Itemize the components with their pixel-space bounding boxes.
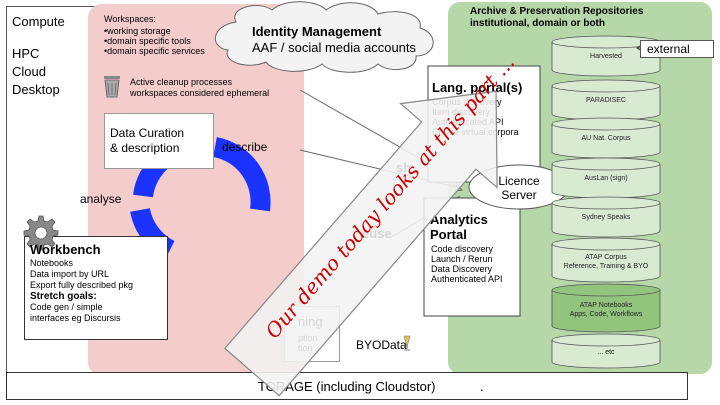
workbench-list: Notebooks Data import by URL Export full…: [30, 258, 133, 324]
cleanup-line-1: Active cleanup processes: [130, 77, 233, 87]
compute-item-cloud: Cloud: [12, 64, 46, 79]
compute-item-hpc: HPC: [12, 46, 40, 61]
workbench-title: Workbench: [30, 242, 101, 257]
repo-label: AusLan (sign): [584, 175, 628, 182]
data-curation-line-2: & description: [110, 141, 180, 155]
analyse-label: analyse: [80, 192, 122, 206]
repo-label: ATAP Notebooks Apps, Code, Workflows: [569, 302, 643, 318]
repo-cylinder: [551, 117, 661, 159]
external-label: external: [647, 42, 690, 56]
repo-cylinder: [551, 35, 661, 77]
cleanup-line-2: workspaces considered ephemeral: [130, 88, 270, 98]
storage-label: TORAGE (including Cloudstor): [258, 379, 436, 394]
repo-cylinder: [551, 157, 661, 199]
workbench-item: Export fully described pkg: [30, 280, 134, 290]
storage-dot: .: [480, 379, 484, 394]
repo-label: AU Nat. Corpus: [581, 135, 631, 142]
cloud-shape: [214, 1, 434, 73]
champagne-icon: [402, 335, 412, 351]
licence-line-1: Licence: [498, 174, 540, 188]
compute-item-desktop: Desktop: [12, 82, 60, 97]
repo-cylinder: [551, 196, 661, 238]
describe-label: describe: [222, 140, 268, 154]
repo-cylinder: [551, 283, 661, 333]
identity-subtitle: AAF / social media accounts: [252, 40, 417, 55]
workbench-item: Notebooks: [30, 258, 74, 268]
trash-icon: [103, 74, 121, 98]
repo-label: ... etc: [597, 349, 615, 356]
repo-cylinder: [551, 333, 661, 369]
gear-icon: [22, 214, 60, 252]
workspaces-title: Workspaces:: [104, 14, 156, 24]
analytics-title-line-2: Portal: [430, 227, 467, 242]
workbench-item: Data import by URL: [30, 269, 110, 279]
analytics-item: Launch / Rerun: [431, 254, 493, 264]
workbench-box: [24, 236, 168, 340]
repo-cylinders: [551, 35, 661, 369]
identity-title: Identity Management: [252, 24, 382, 39]
workspaces-item: domain specific services: [104, 46, 205, 56]
licence-server-label: Licence Server: [484, 174, 554, 202]
data-curation-line-1: Data Curation: [110, 126, 185, 140]
repo-label: Sydney Speaks: [581, 214, 631, 221]
data-curation-box: [104, 113, 214, 169]
training-sub-1: ption: [298, 333, 318, 343]
analytics-title-line-1: Analytics: [430, 212, 488, 227]
external-box: [640, 40, 714, 58]
compute-title: Compute: [12, 14, 65, 29]
workbench-stretch-item: Code gen / simple: [30, 302, 103, 312]
licence-line-2: Server: [501, 188, 537, 202]
repo-label: PARADISEC: [586, 97, 626, 104]
byodata-label: BYOData: [356, 338, 407, 352]
training-sub-2: tion: [298, 343, 313, 353]
workbench-stretch-title: Stretch goals:: [30, 291, 97, 302]
repo-label: ATAP Corpus Reference, Training & BYO: [563, 254, 649, 270]
repo-cylinder: [551, 237, 661, 283]
analytics-list: Code discovery Launch / Rerun Data Disco…: [431, 244, 503, 284]
repo-label: Harvested: [590, 53, 622, 60]
analytics-item: Code discovery: [431, 244, 494, 254]
analytics-item: Authenticated API: [431, 274, 503, 284]
workspaces-list: working storage domain specific tools do…: [104, 26, 205, 56]
archive-title-line-1: Archive & Preservation Repositories: [470, 6, 644, 17]
workspaces-item: working storage: [104, 26, 205, 36]
workbench-stretch-item: interfaces eg Discursis: [30, 313, 121, 323]
analytics-item: Data Discovery: [431, 264, 493, 274]
archive-title-line-2: institutional, domain or both: [470, 18, 605, 29]
workspaces-item: domain specific tools: [104, 36, 205, 46]
repo-cylinder: [551, 79, 661, 121]
